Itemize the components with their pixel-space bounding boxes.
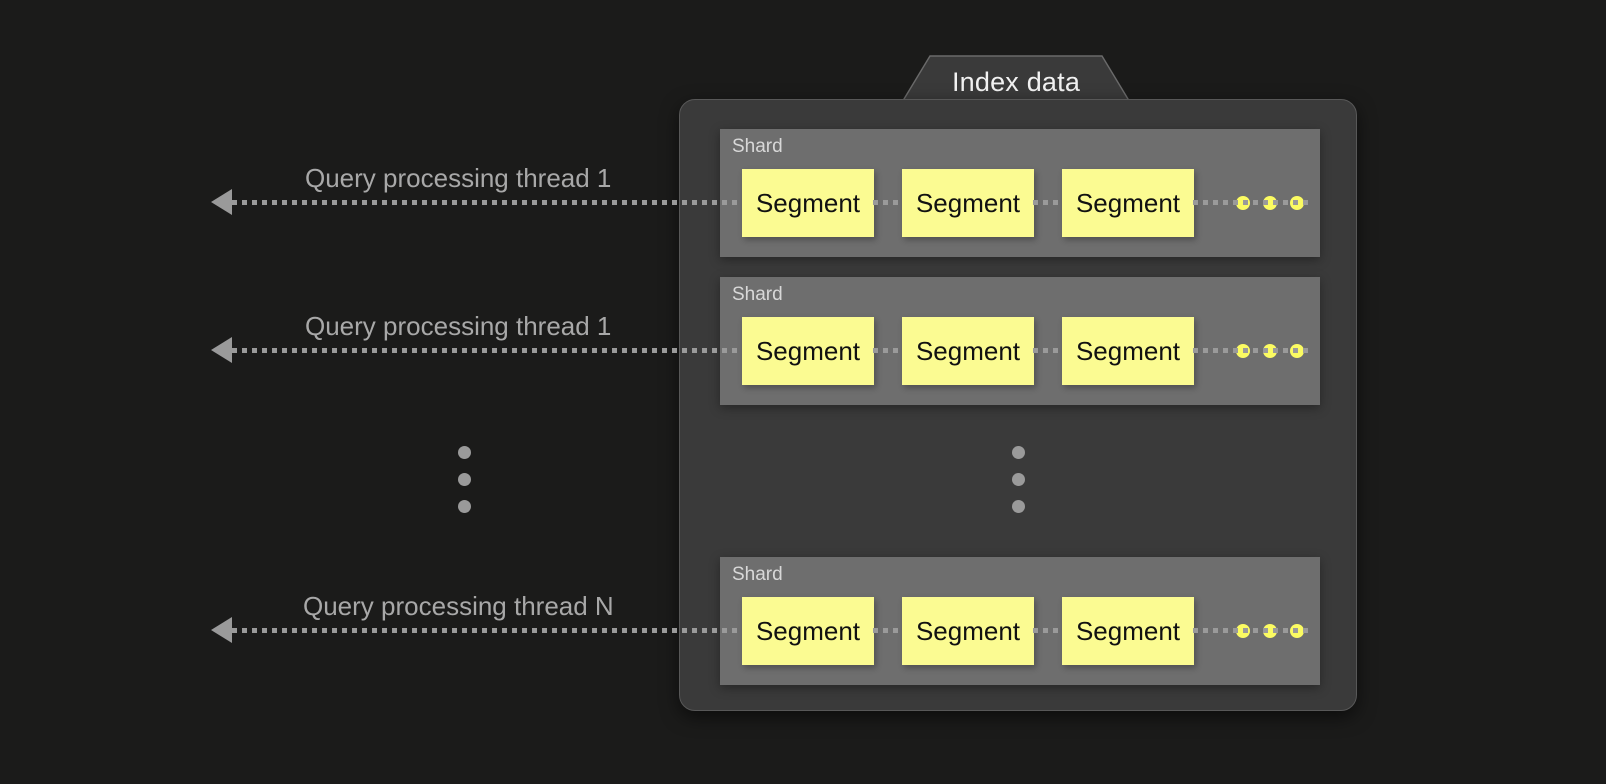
more-threads-ellipsis	[458, 446, 471, 513]
ellipsis-dot	[1012, 473, 1025, 486]
segment-box: Segment	[1062, 317, 1194, 385]
thread-connector-line	[1193, 628, 1313, 633]
thread-connector-line	[873, 348, 901, 353]
thread-connector-line	[232, 628, 742, 633]
index-data-tab: Index data	[900, 55, 1132, 105]
thread-arrow-icon	[211, 337, 232, 363]
thread-connector-line	[1033, 200, 1061, 205]
shard-row: Shard Segment Segment Segment	[720, 557, 1320, 685]
segment-list: Segment Segment Segment	[742, 317, 1194, 385]
thread-label-2: Query processing thread 1	[305, 311, 612, 341]
index-data-panel: Shard Segment Segment Segment Shard Segm…	[679, 99, 1357, 711]
shard-label: Shard	[732, 564, 783, 585]
thread-arrow-icon	[211, 189, 232, 215]
thread-label-n: Query processing thread N	[303, 591, 614, 621]
thread-connector-line	[232, 348, 742, 353]
thread-arrow-icon	[211, 617, 232, 643]
ellipsis-dot	[1012, 500, 1025, 513]
segment-box: Segment	[1062, 597, 1194, 665]
ellipsis-dot	[458, 473, 471, 486]
segment-box: Segment	[742, 169, 874, 237]
thread-connector-line	[1193, 348, 1313, 353]
shard-row: Shard Segment Segment Segment	[720, 277, 1320, 405]
ellipsis-dot	[1012, 446, 1025, 459]
segment-list: Segment Segment Segment	[742, 169, 1194, 237]
segment-box: Segment	[742, 317, 874, 385]
segment-box: Segment	[742, 597, 874, 665]
shard-label: Shard	[732, 284, 783, 305]
ellipsis-dot	[458, 446, 471, 459]
segment-box: Segment	[902, 317, 1034, 385]
thread-connector-line	[1033, 348, 1061, 353]
thread-connector-line	[873, 628, 901, 633]
thread-connector-line	[232, 200, 742, 205]
segment-box: Segment	[902, 169, 1034, 237]
shard-label: Shard	[732, 136, 783, 157]
index-data-title: Index data	[951, 66, 1081, 97]
segment-box: Segment	[1062, 169, 1194, 237]
segment-box: Segment	[902, 597, 1034, 665]
thread-connector-line	[1193, 200, 1313, 205]
thread-connector-line	[1033, 628, 1061, 633]
segment-list: Segment Segment Segment	[742, 597, 1194, 665]
more-shards-ellipsis	[1012, 446, 1025, 513]
shard-row: Shard Segment Segment Segment	[720, 129, 1320, 257]
ellipsis-dot	[458, 500, 471, 513]
thread-connector-line	[873, 200, 901, 205]
thread-label-1: Query processing thread 1	[305, 163, 612, 193]
